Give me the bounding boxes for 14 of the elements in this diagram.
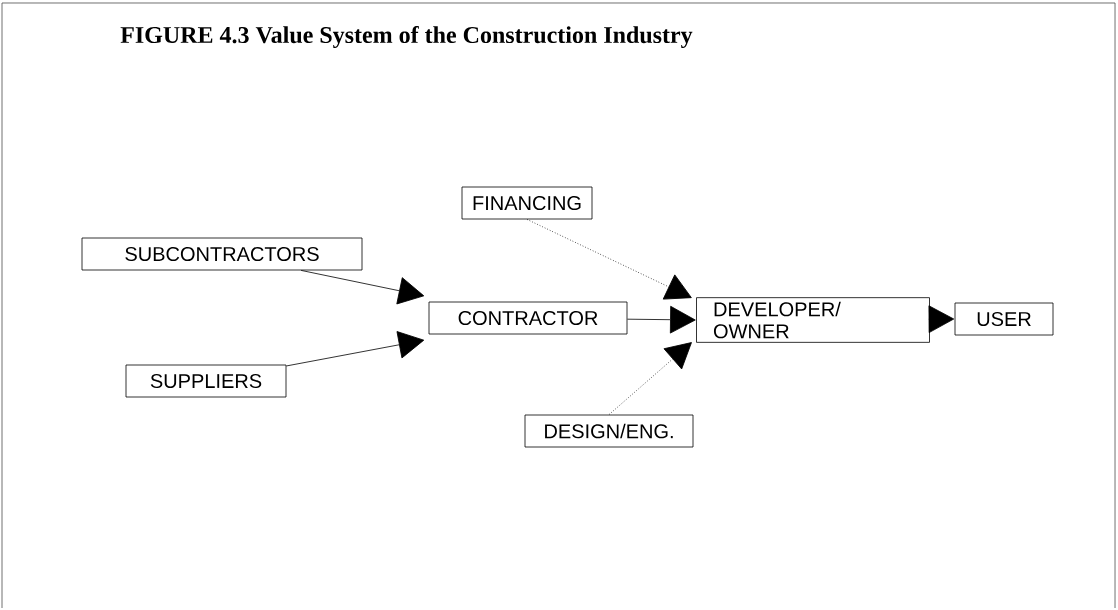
label-box: USER <box>954 302 1054 336</box>
arrow <box>928 305 955 333</box>
label-box: DEVELOPER/ OWNER <box>696 297 930 343</box>
figure-title: FIGURE 4.3 Value System of the Construction Industry <box>120 25 693 49</box>
arrow <box>627 305 696 334</box>
label-box: DESIGN/ENG. <box>524 414 694 448</box>
arrow <box>286 331 425 367</box>
arrow <box>300 270 425 305</box>
label-box: CONTRACTOR <box>428 301 628 335</box>
label-box: SUPPLIERS <box>125 364 287 398</box>
arrow <box>608 342 692 415</box>
arrow <box>526 219 692 300</box>
label-box: SUBCONTRACTORS <box>81 237 363 271</box>
label-box: FINANCING <box>461 186 593 220</box>
